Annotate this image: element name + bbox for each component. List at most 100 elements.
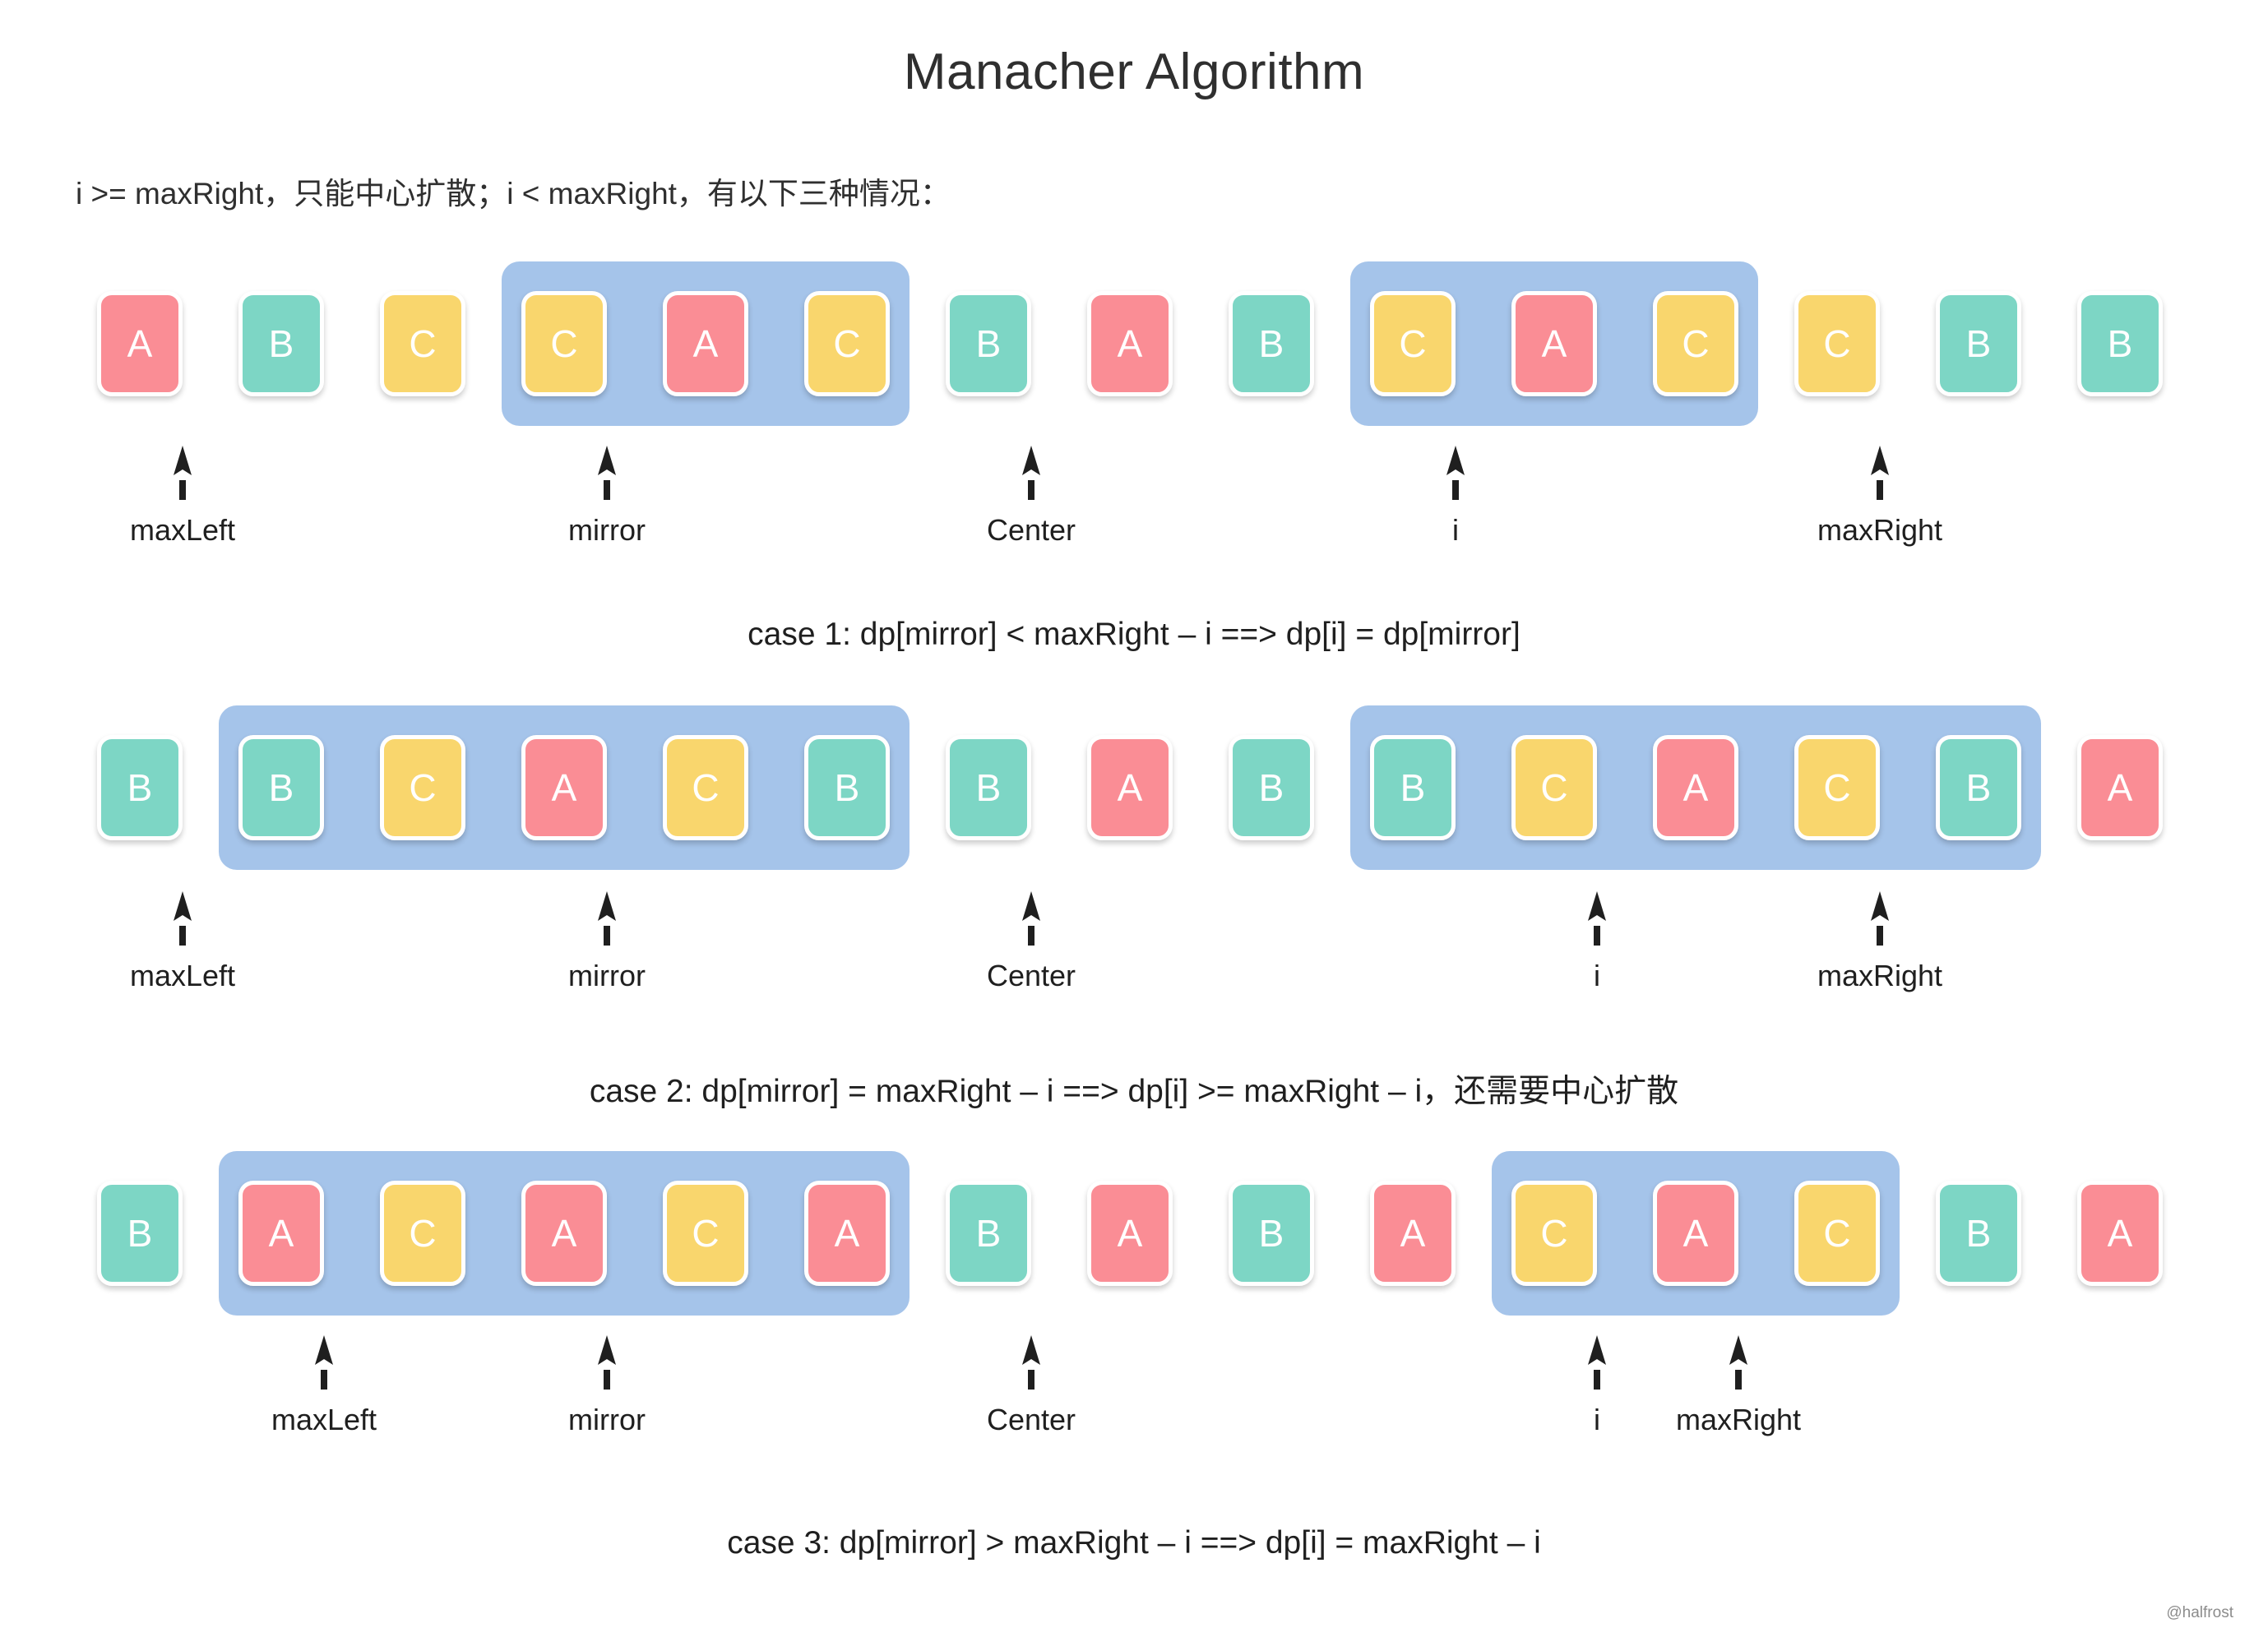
up-arrow-icon — [315, 1335, 333, 1390]
marker-label: mirror — [568, 1403, 646, 1436]
char-cell[interactable]: B — [97, 735, 183, 840]
char-cell[interactable]: C — [380, 291, 465, 396]
pointer-marker-maxright: maxRight — [1781, 444, 1979, 548]
pointer-marker-i: i — [1498, 1334, 1696, 1437]
marker-label: mirror — [568, 513, 646, 547]
char-cell[interactable]: B — [2077, 291, 2163, 396]
pointer-marker-maxleft: maxLeft — [84, 444, 281, 548]
pointer-marker-i: i — [1498, 890, 1696, 993]
up-arrow-icon — [1022, 446, 1040, 500]
char-cell[interactable]: B — [97, 1181, 183, 1286]
char-cell[interactable]: A — [2077, 735, 2163, 840]
pointer-marker-maxleft: maxLeft — [225, 1334, 423, 1437]
up-arrow-icon — [1729, 1335, 1747, 1390]
marker-label: Center — [986, 1403, 1076, 1436]
char-cell[interactable]: A — [521, 735, 607, 840]
char-cell[interactable]: C — [1511, 1181, 1597, 1286]
char-cell[interactable]: A — [1087, 291, 1173, 396]
marker-label: i — [1452, 513, 1459, 547]
up-arrow-icon — [1871, 446, 1889, 500]
marker-label: maxRight — [1817, 513, 1943, 547]
char-cell[interactable]: B — [1936, 291, 2021, 396]
up-arrow-icon — [1588, 1335, 1606, 1390]
up-arrow-icon — [1446, 446, 1465, 500]
pointer-marker-center: Center — [933, 890, 1130, 993]
up-arrow-icon — [1588, 891, 1606, 946]
up-arrow-icon — [1871, 891, 1889, 946]
marker-label: maxLeft — [129, 959, 236, 992]
up-arrow-icon — [598, 891, 616, 946]
pointer-marker-mirror: mirror — [508, 890, 706, 993]
char-cell[interactable]: A — [521, 1181, 607, 1286]
char-cell[interactable]: B — [238, 291, 324, 396]
char-cell[interactable]: C — [521, 291, 607, 396]
pointer-marker-maxleft: maxLeft — [84, 890, 281, 993]
char-cell[interactable]: B — [1229, 291, 1314, 396]
marker-label: mirror — [568, 959, 646, 992]
char-cell[interactable]: C — [1511, 735, 1597, 840]
watermark: @halfrost — [2166, 1604, 2233, 1621]
char-cell[interactable]: C — [1794, 735, 1880, 840]
char-cell[interactable]: C — [1794, 1181, 1880, 1286]
marker-label: maxLeft — [271, 1403, 377, 1436]
pointer-marker-center: Center — [933, 1334, 1130, 1437]
char-cell[interactable]: B — [1936, 1181, 2021, 1286]
char-cell[interactable]: A — [1087, 1181, 1173, 1286]
pointer-marker-mirror: mirror — [508, 1334, 706, 1437]
char-cell[interactable]: A — [238, 1181, 324, 1286]
pointer-marker-center: Center — [933, 444, 1130, 548]
up-arrow-icon — [174, 891, 192, 946]
char-cell[interactable]: A — [1370, 1181, 1456, 1286]
char-cell[interactable]: C — [663, 1181, 748, 1286]
char-cell[interactable]: A — [1653, 1181, 1738, 1286]
up-arrow-icon — [598, 446, 616, 500]
case-caption-case-2: case 2: dp[mirror] = maxRight – i ==> dp… — [589, 1074, 1679, 1109]
pointer-marker-maxright: maxRight — [1781, 890, 1979, 993]
char-cell[interactable]: A — [1653, 735, 1738, 840]
char-cell[interactable]: A — [1511, 291, 1597, 396]
marker-label: i — [1594, 959, 1600, 992]
pointer-marker-maxright: maxRight — [1640, 1334, 1837, 1437]
char-cell[interactable]: A — [663, 291, 748, 396]
case-caption-case-1: case 1: dp[mirror] < maxRight – i ==> dp… — [748, 617, 1520, 652]
marker-label: Center — [986, 513, 1076, 547]
marker-label: i — [1594, 1403, 1600, 1436]
up-arrow-icon — [1022, 1335, 1040, 1390]
char-cell[interactable]: B — [1229, 735, 1314, 840]
char-cell[interactable]: C — [380, 1181, 465, 1286]
char-cell[interactable]: B — [1229, 1181, 1314, 1286]
char-cell[interactable]: B — [804, 735, 890, 840]
char-cell[interactable]: C — [1370, 291, 1456, 396]
char-cell[interactable]: A — [1087, 735, 1173, 840]
char-cell[interactable]: B — [1936, 735, 2021, 840]
pointer-marker-mirror: mirror — [508, 444, 706, 548]
char-cell[interactable]: B — [946, 1181, 1031, 1286]
up-arrow-icon — [174, 446, 192, 500]
pointer-marker-i: i — [1357, 444, 1554, 548]
char-cell[interactable]: C — [1653, 291, 1738, 396]
marker-label: maxRight — [1675, 1403, 1802, 1436]
marker-label: maxLeft — [129, 513, 236, 547]
char-cell[interactable]: A — [804, 1181, 890, 1286]
char-cell[interactable]: C — [1794, 291, 1880, 396]
intro-text: i >= maxRight，只能中心扩散；i < maxRight，有以下三种情… — [76, 177, 951, 210]
char-cell[interactable]: A — [2077, 1181, 2163, 1286]
char-cell[interactable]: C — [804, 291, 890, 396]
char-cell[interactable]: B — [946, 291, 1031, 396]
char-cell[interactable]: C — [663, 735, 748, 840]
char-cell[interactable]: C — [380, 735, 465, 840]
up-arrow-icon — [1022, 891, 1040, 946]
char-cell[interactable]: B — [946, 735, 1031, 840]
char-cell[interactable]: B — [1370, 735, 1456, 840]
marker-label: maxRight — [1817, 959, 1943, 992]
char-cell[interactable]: A — [97, 291, 183, 396]
case-caption-case-3: case 3: dp[mirror] > maxRight – i ==> dp… — [727, 1525, 1541, 1561]
page-title: Manacher Algorithm — [903, 44, 1365, 100]
char-cell[interactable]: B — [238, 735, 324, 840]
